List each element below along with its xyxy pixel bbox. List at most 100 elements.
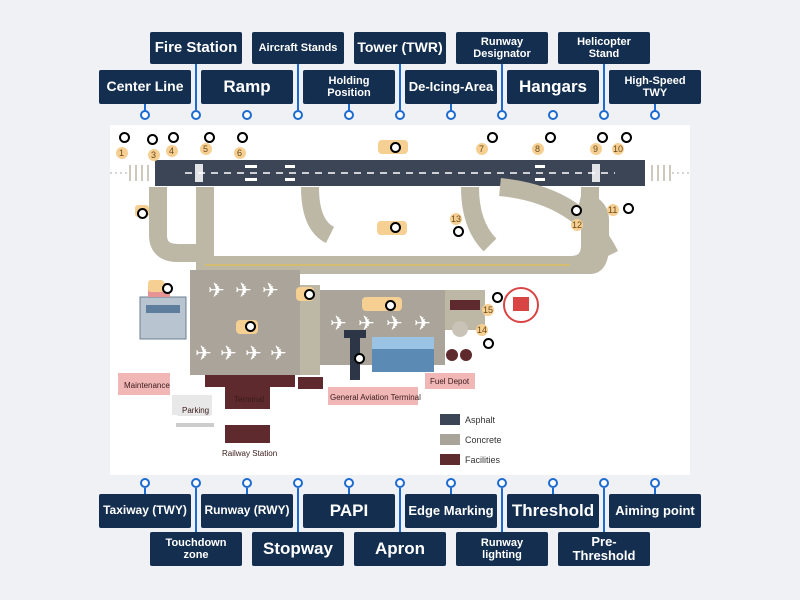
anchor-dot — [650, 478, 660, 488]
label-hangars[interactable]: Hangars — [507, 70, 599, 104]
number-tag: 5 — [203, 144, 208, 154]
aircraft-icons: ✈✈✈ ✈✈✈✈ ✈✈✈✈ — [195, 278, 431, 365]
svg-text:✈: ✈ — [208, 278, 225, 302]
label-aircraft-stands[interactable]: Aircraft Stands — [252, 32, 344, 64]
connector-line — [195, 64, 197, 110]
svg-text:✈: ✈ — [358, 311, 375, 335]
number-tag: 12 — [572, 220, 582, 230]
railway-label: Railway Station — [222, 449, 277, 458]
connector-line — [501, 488, 503, 534]
label-runway-designator[interactable]: Runway Designator — [456, 32, 548, 64]
drop-target-marker[interactable] — [390, 142, 401, 153]
anchor-dot — [446, 478, 456, 488]
drop-target-marker[interactable] — [597, 132, 608, 143]
label-threshold[interactable]: Threshold — [507, 494, 599, 528]
anchor-dot — [599, 110, 609, 120]
label-tower[interactable]: Tower (TWR) — [354, 32, 446, 64]
number-tag: 8 — [535, 144, 540, 154]
anchor-dot — [140, 110, 150, 120]
label-aiming-point[interactable]: Aiming point — [609, 494, 701, 528]
label-fire-station[interactable]: Fire Station — [150, 32, 242, 64]
drop-target-marker[interactable] — [385, 300, 396, 311]
anchor-dot — [548, 478, 558, 488]
drop-target-marker[interactable] — [204, 132, 215, 143]
connector-line — [552, 488, 554, 496]
label-apron[interactable]: Apron — [354, 532, 446, 566]
anchor-dot — [140, 478, 150, 488]
number-tag: 7 — [479, 144, 484, 154]
anchor-dot — [242, 478, 252, 488]
drop-target-marker[interactable] — [245, 321, 256, 332]
svg-text:✈: ✈ — [330, 311, 347, 335]
label-edge-marking[interactable]: Edge Marking — [405, 494, 497, 528]
anchor-dot — [344, 110, 354, 120]
anchor-dot — [395, 478, 405, 488]
label-runway-lighting[interactable]: Runway lighting — [456, 532, 548, 566]
drop-target-marker[interactable] — [354, 353, 365, 364]
label-pre-threshold[interactable]: Pre-Threshold — [558, 532, 650, 566]
number-tag: 9 — [593, 144, 598, 154]
connector-line — [297, 488, 299, 534]
anchor-dot — [191, 478, 201, 488]
connector-line — [297, 64, 299, 110]
drop-target-marker[interactable] — [483, 338, 494, 349]
label-center-line[interactable]: Center Line — [99, 70, 191, 104]
label-helicopter-stand[interactable]: Helicopter Stand — [558, 32, 650, 64]
drop-target-marker[interactable] — [119, 132, 130, 143]
drop-target-marker[interactable] — [621, 132, 632, 143]
drop-target-marker[interactable] — [168, 132, 179, 143]
svg-text:✈: ✈ — [245, 341, 262, 365]
number-tag: 1 — [119, 148, 124, 158]
connector-line — [348, 488, 350, 496]
label-runway[interactable]: Runway (RWY) — [201, 494, 293, 528]
connector-line — [399, 488, 401, 534]
svg-text:✈: ✈ — [220, 341, 237, 365]
drop-target-marker[interactable] — [487, 132, 498, 143]
label-ramp[interactable]: Ramp — [201, 70, 293, 104]
drop-target-marker[interactable] — [623, 203, 634, 214]
label-de-icing-area[interactable]: De-Icing-Area — [405, 70, 497, 104]
drop-target-marker[interactable] — [237, 132, 248, 143]
connector-line — [195, 488, 197, 534]
runway — [110, 160, 690, 186]
anchor-dot — [497, 110, 507, 120]
label-touchdown-zone[interactable]: Touchdown zone — [150, 532, 242, 566]
svg-text:✈: ✈ — [414, 311, 431, 335]
label-papi[interactable]: PAPI — [303, 494, 395, 528]
number-tag: 14 — [477, 325, 487, 335]
fuel-depot-label: Fuel Depot — [430, 377, 470, 386]
legend-concrete: Concrete — [465, 435, 502, 445]
drop-target-marker[interactable] — [571, 205, 582, 216]
label-holding-position[interactable]: Holding Position — [303, 70, 395, 104]
drop-target-marker[interactable] — [162, 283, 173, 294]
connector-line — [603, 64, 605, 110]
svg-text:✈: ✈ — [386, 311, 403, 335]
number-tag: 15 — [483, 305, 493, 315]
legend-facilities: Facilities — [465, 455, 501, 465]
svg-text:✈: ✈ — [270, 341, 287, 365]
drop-target-marker[interactable] — [492, 292, 503, 303]
maintenance-label: Maintenance — [124, 381, 170, 390]
number-tag: 6 — [237, 148, 242, 158]
drop-target-marker[interactable] — [545, 132, 556, 143]
number-tag: 10 — [613, 144, 623, 154]
anchor-dot — [446, 110, 456, 120]
label-taxiway[interactable]: Taxiway (TWY) — [99, 494, 191, 528]
drop-target-marker[interactable] — [453, 226, 464, 237]
drop-target-marker[interactable] — [390, 222, 401, 233]
number-tag: 13 — [451, 214, 461, 224]
ga-terminal-label: General Aviation Terminal — [330, 393, 421, 402]
drop-target-marker[interactable] — [147, 134, 158, 145]
connector-line — [399, 64, 401, 110]
label-stopway[interactable]: Stopway — [252, 532, 344, 566]
connector-line — [348, 104, 350, 112]
drop-target-marker[interactable] — [137, 208, 148, 219]
drop-target-marker[interactable] — [304, 289, 315, 300]
anchor-dot — [599, 478, 609, 488]
svg-text:✈: ✈ — [262, 278, 279, 302]
anchor-dot — [293, 478, 303, 488]
parking-label: Parking — [182, 406, 209, 415]
label-high-speed-twy[interactable]: High-Speed TWY — [609, 70, 701, 104]
anchor-dot — [497, 478, 507, 488]
number-tag: 4 — [169, 146, 174, 156]
